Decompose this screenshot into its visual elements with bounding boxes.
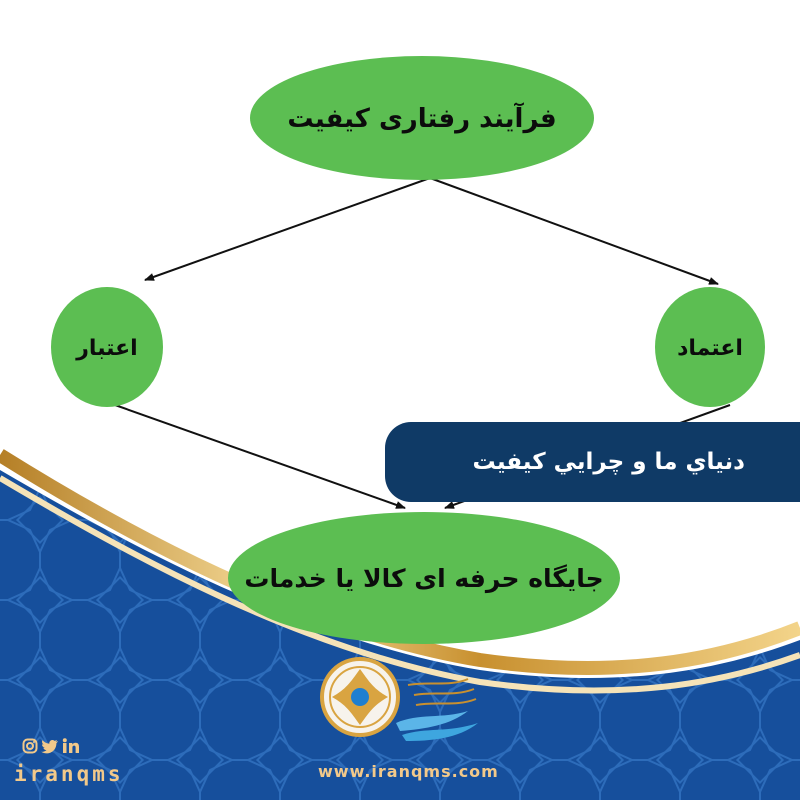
node-left-label: اعتبار [75, 336, 137, 361]
banner-title: دنياي ما و چرايي كيفيت [472, 449, 745, 475]
arrow-top-to-right [429, 177, 719, 285]
footer-website[interactable]: www.iranqms.com [318, 762, 499, 781]
org-logo [318, 655, 488, 754]
gold-ribbon-inner [0, 475, 800, 694]
arrow-top-to-left [144, 177, 431, 281]
instagram-icon[interactable] [22, 738, 38, 758]
footer-background [0, 449, 800, 800]
linkedin-icon[interactable] [62, 738, 80, 758]
node-bottom-label: جایگاه حرفه ای کالا یا خدمات [244, 564, 603, 594]
gold-ribbon-outer [0, 449, 800, 675]
social-icons [22, 738, 80, 758]
node-right: اعتماد [655, 287, 765, 407]
node-right-label: اعتماد [677, 336, 743, 361]
twitter-icon[interactable] [41, 738, 59, 758]
footer-handle[interactable]: iranqms [14, 762, 124, 786]
node-top-label: فرآیند رفتاری کیفیت [287, 102, 556, 134]
node-top: فرآیند رفتاری کیفیت [250, 56, 594, 180]
title-banner: دنياي ما و چرايي كيفيت [385, 422, 800, 502]
node-bottom: جایگاه حرفه ای کالا یا خدمات [228, 512, 620, 644]
footer-pattern [0, 470, 800, 800]
arrow-left-to-bottom [114, 404, 406, 509]
node-left: اعتبار [51, 287, 163, 407]
